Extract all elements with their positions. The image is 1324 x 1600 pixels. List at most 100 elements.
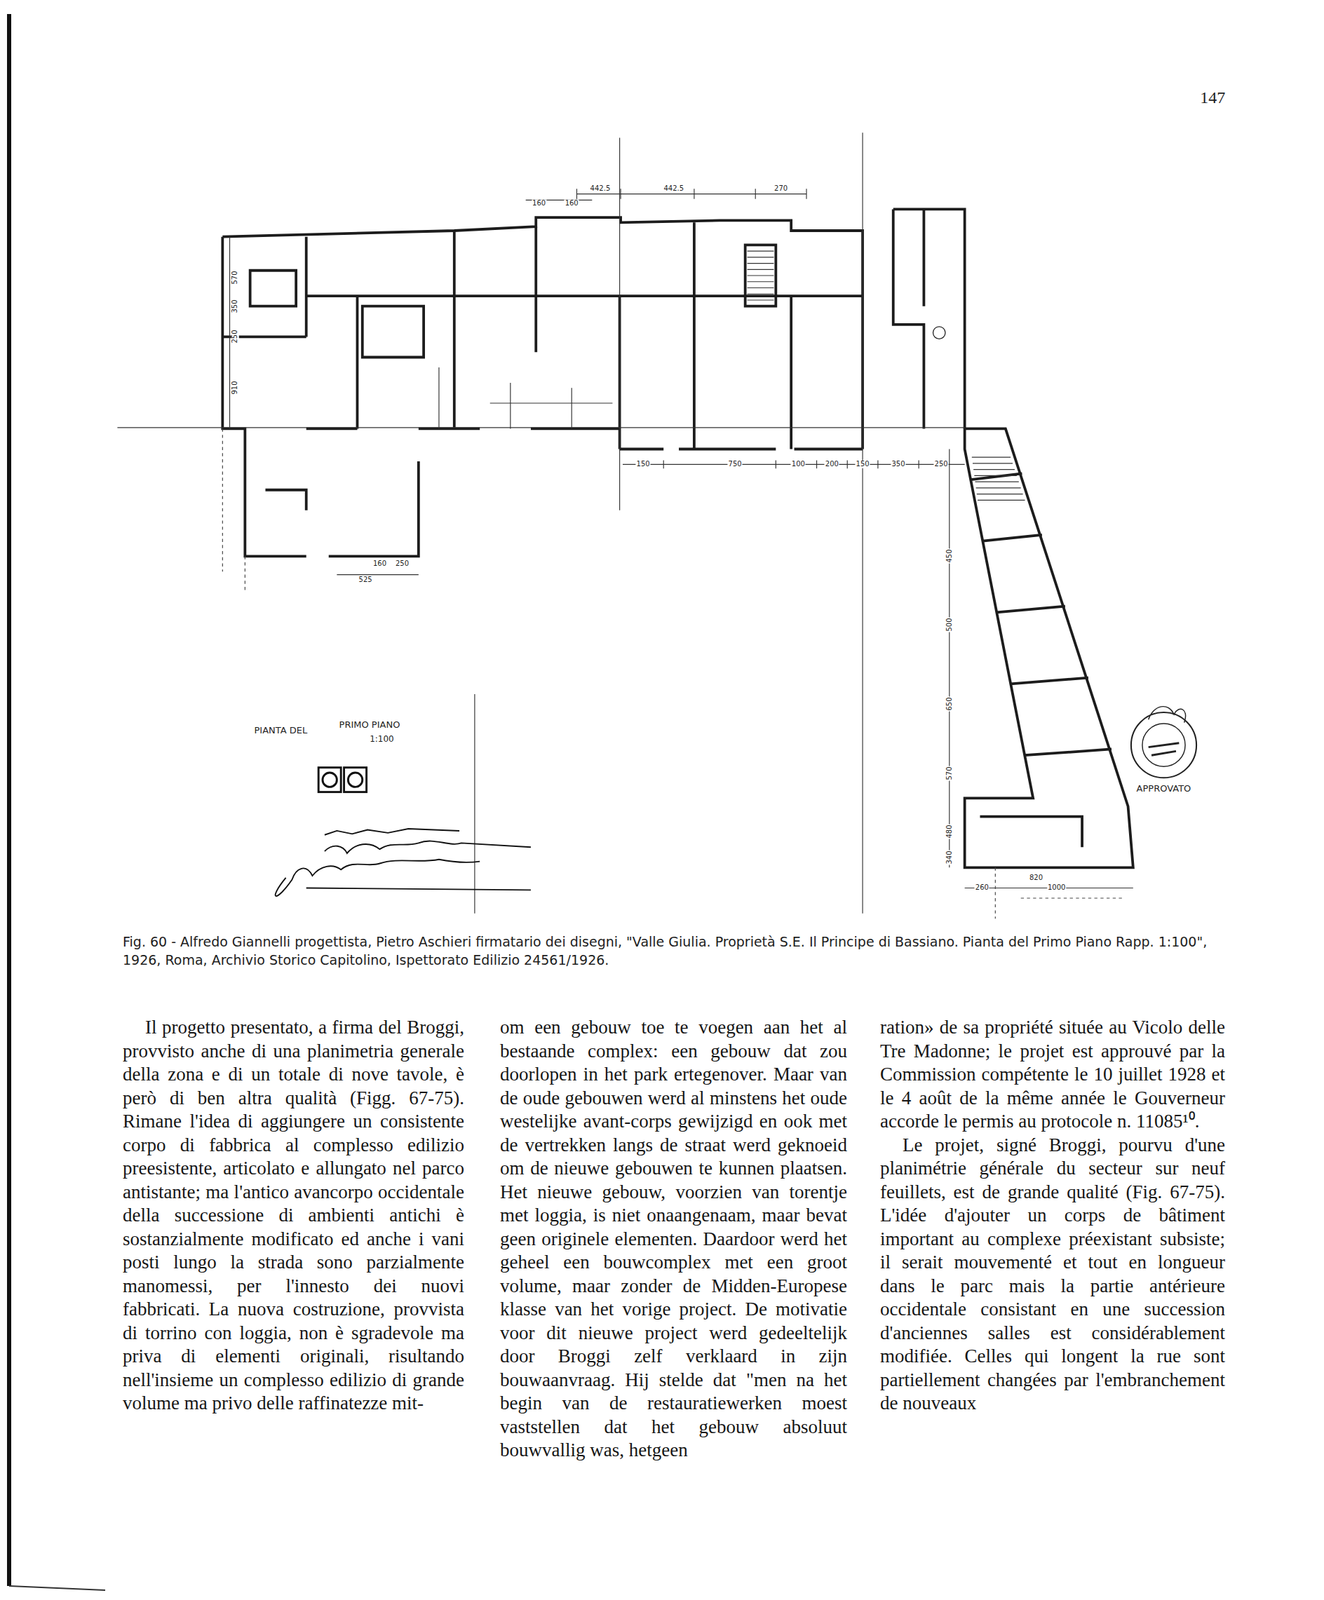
body-paragraph: ration» de sa propriété située au Vicolo… — [880, 1016, 1226, 1134]
dimension-line — [976, 493, 1024, 495]
dimension-line — [747, 299, 775, 301]
revenue-stamp — [344, 767, 367, 793]
approval-seal — [1131, 712, 1197, 778]
dimension-line — [693, 188, 695, 200]
plan-label: 250 — [394, 559, 410, 568]
wall — [328, 461, 419, 557]
revenue-stamp — [322, 772, 337, 787]
wall — [362, 306, 424, 358]
plan-label: 160 — [564, 199, 580, 207]
plan-label: 260 — [974, 884, 990, 893]
wall — [222, 237, 306, 557]
figure-caption: Fig. 60 - Alfredo Giannelli progettista,… — [122, 932, 1226, 970]
wall — [250, 270, 297, 307]
dimension-line — [775, 460, 777, 470]
plan-label: 350 — [231, 298, 240, 314]
plan-label: 340 — [946, 849, 954, 865]
wall — [893, 208, 965, 429]
dimension-line — [747, 256, 775, 258]
plan-label: 270 — [773, 185, 789, 193]
dimension-line — [117, 427, 965, 428]
revenue-stamp — [318, 767, 341, 793]
page-edge — [7, 14, 12, 1587]
wall — [454, 294, 863, 298]
dimension-line — [474, 694, 475, 914]
plan-label: 350 — [890, 460, 906, 469]
dimension-line — [974, 475, 1017, 477]
plan-label: 250 — [934, 460, 949, 469]
dimension-line — [747, 269, 775, 270]
plan-label: 442.5 — [589, 185, 612, 193]
wall — [619, 448, 863, 451]
dimension-line — [576, 193, 807, 195]
hidden-line — [244, 556, 246, 592]
approval-seal — [1148, 743, 1180, 756]
dimension-line — [973, 469, 1015, 470]
plan-label: 160 — [531, 199, 547, 207]
hidden-line — [995, 867, 996, 919]
dimension-line — [747, 281, 775, 282]
plan-label: 750 — [727, 460, 743, 469]
dimension-line — [977, 500, 1026, 501]
wall — [745, 244, 777, 306]
plan-label: PRIMO PIANO — [338, 720, 402, 731]
body-paragraph: om een gebouw toe te voegen aan het al b… — [500, 1016, 848, 1463]
dimension-line — [974, 481, 1019, 483]
wall — [1024, 748, 1112, 756]
dimension-line — [619, 188, 621, 200]
plan-label: 1000 — [1046, 884, 1066, 893]
wall — [222, 217, 863, 449]
signature — [324, 841, 531, 854]
dimension-line — [438, 367, 572, 429]
plan-label: 820 — [1028, 874, 1044, 883]
dimension-line — [861, 132, 863, 914]
page-number: 147 — [1199, 89, 1226, 107]
plan-label: PIANTA DEL — [253, 725, 308, 736]
plan-label: 480 — [946, 824, 954, 840]
plan-label: 200 — [824, 460, 840, 469]
dimension-line — [747, 293, 775, 295]
dimension-line — [976, 487, 1022, 489]
plan-label: 100 — [791, 460, 806, 469]
dimension-line — [948, 449, 950, 869]
dimension-line — [576, 188, 578, 200]
signature — [324, 828, 460, 836]
wall — [964, 428, 1134, 868]
dimension-line — [229, 237, 231, 430]
floor-plan — [117, 132, 1197, 919]
plan-label: 160 — [372, 559, 388, 568]
text-column: ration» de sa propriété située au Vicolo… — [880, 1016, 1226, 1416]
page-edge — [9, 1586, 106, 1591]
plan-label: 570 — [231, 269, 240, 285]
hidden-line — [1021, 897, 1124, 899]
hidden-line — [222, 428, 224, 572]
dimension-line — [971, 457, 1011, 458]
dimension-line — [747, 262, 775, 264]
dimension-line — [847, 460, 848, 470]
wall — [996, 606, 1066, 613]
plan-label: 450 — [946, 549, 954, 564]
signature — [275, 859, 481, 897]
dimension-line — [755, 188, 756, 200]
dimension-line — [972, 462, 1013, 464]
plan-label: 570 — [946, 766, 954, 782]
dimension-line — [805, 188, 807, 200]
text-column: Il progetto presentato, a firma del Brog… — [122, 1016, 465, 1416]
wall — [265, 490, 306, 511]
signature — [306, 887, 531, 890]
plan-label: 1:100 — [368, 734, 395, 745]
column-symbol — [933, 326, 946, 339]
approval-seal — [1142, 723, 1186, 767]
wall — [454, 226, 536, 429]
dimension-line — [663, 460, 665, 470]
dimension-line — [877, 460, 878, 470]
signature — [1148, 706, 1186, 724]
dimension-line — [747, 251, 775, 252]
wall — [922, 208, 926, 306]
dimension-line — [816, 460, 817, 470]
text-column: om een gebouw toe te voegen aan het al b… — [500, 1016, 848, 1463]
dimension-line — [336, 574, 418, 576]
body-paragraph: Il progetto presentato, a firma del Brog… — [122, 1016, 465, 1416]
revenue-stamp — [347, 772, 362, 787]
